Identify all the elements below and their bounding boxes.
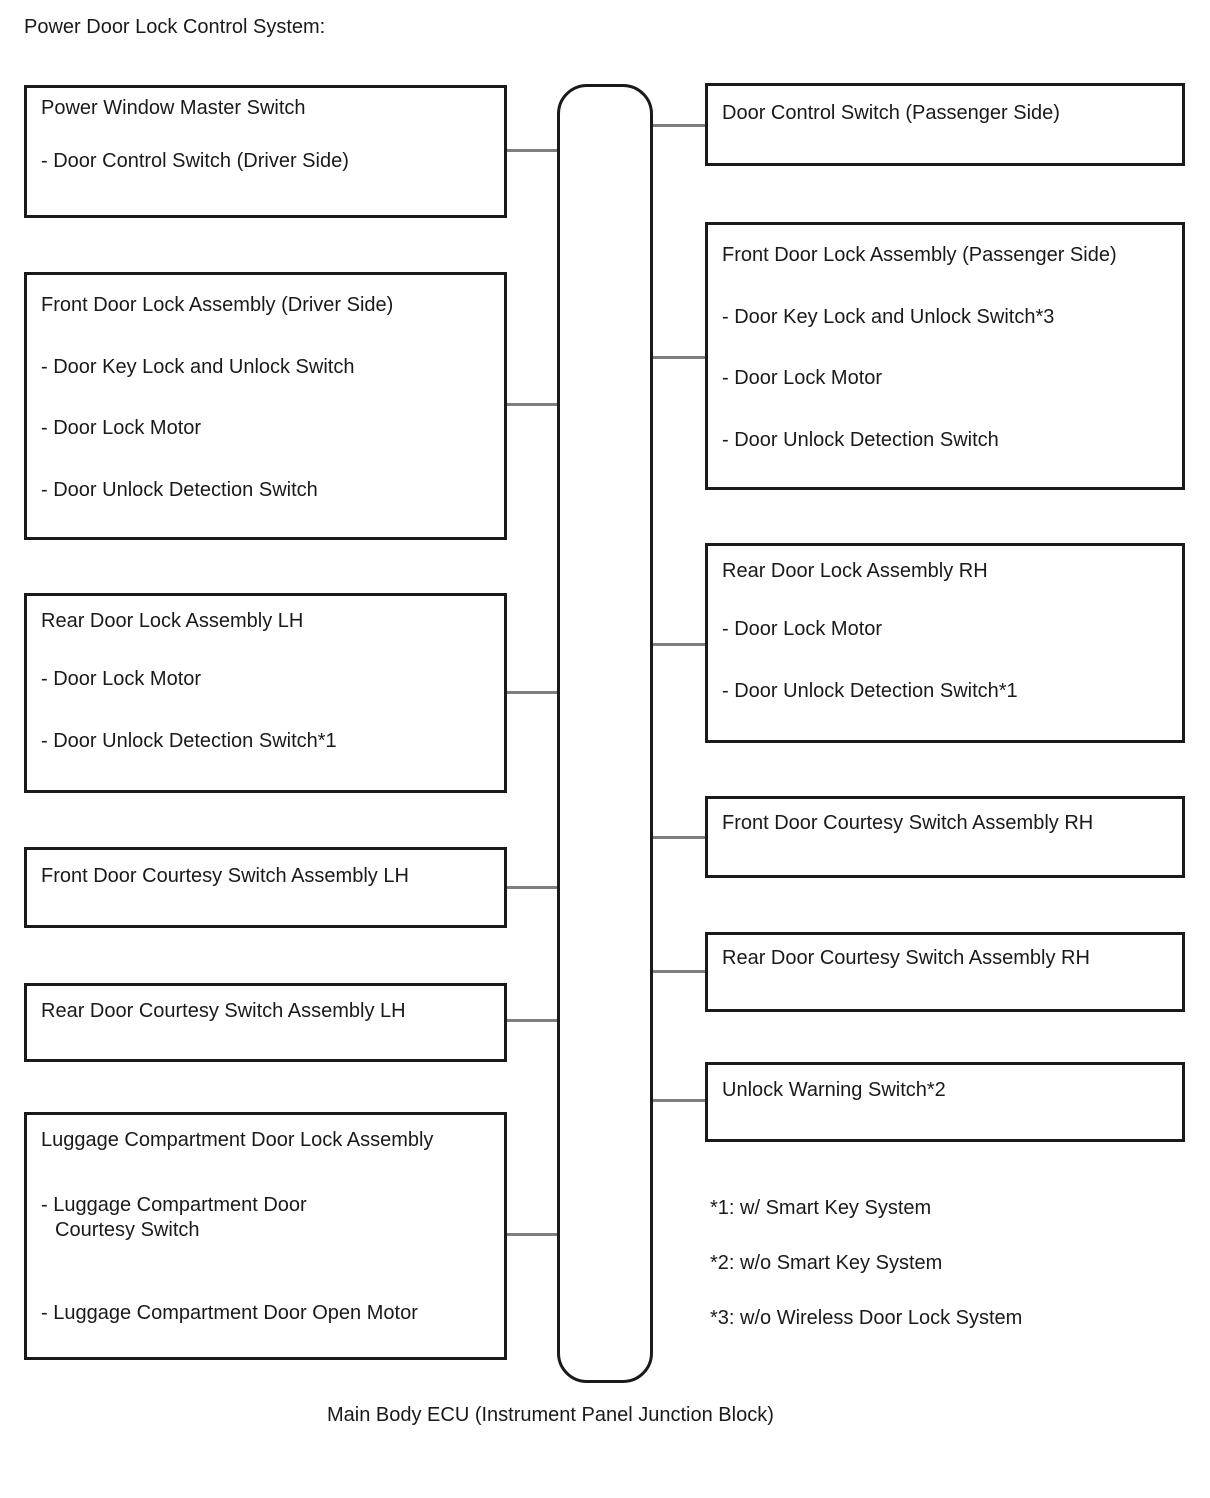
box-title-line: Front Door Lock Assembly (Driver Side)	[41, 294, 394, 316]
box-title-line: Rear Door Lock Assembly RH	[722, 560, 988, 582]
box-title-line: Rear Door Lock Assembly LH	[41, 610, 304, 632]
door-control-switch-passenger-box: Door Control Switch (Passenger Side)	[705, 83, 1185, 166]
connector-line	[653, 643, 705, 646]
main-body-ecu-label: Main Body ECU (Instrument Panel Junction…	[327, 1404, 774, 1426]
connector-line	[507, 691, 557, 694]
front-door-courtesy-switch-rh-box: Front Door Courtesy Switch Assembly RH	[705, 796, 1185, 878]
rear-door-lock-assembly-rh-box: Rear Door Lock Assembly RH - Door Lock M…	[705, 543, 1185, 743]
box-item-line: - Door Unlock Detection Switch	[41, 479, 318, 501]
box-item-line: - Door Unlock Detection Switch*1	[41, 730, 337, 752]
box-item-line: - Door Key Lock and Unlock Switch	[41, 356, 355, 378]
box-title-line: Front Door Courtesy Switch Assembly RH	[722, 812, 1094, 834]
connector-line	[653, 836, 705, 839]
box-item-line: - Door Lock Motor	[41, 417, 202, 439]
front-door-lock-assembly-driver-box: Front Door Lock Assembly (Driver Side) -…	[24, 272, 507, 540]
box-item-line: - Door Control Switch (Driver Side)	[41, 150, 349, 172]
rear-door-lock-assembly-lh-box: Rear Door Lock Assembly LH - Door Lock M…	[24, 593, 507, 793]
connector-line	[653, 970, 705, 973]
box-item-line: - Door Key Lock and Unlock Switch*3	[722, 306, 1055, 328]
connector-line	[653, 1099, 705, 1102]
front-door-courtesy-switch-lh-box: Front Door Courtesy Switch Assembly LH	[24, 847, 507, 928]
box-item-line: - Door Lock Motor	[41, 668, 202, 690]
footnote-1: *1: w/ Smart Key System	[710, 1197, 932, 1219]
connector-line	[507, 886, 557, 889]
unlock-warning-switch-box: Unlock Warning Switch*2	[705, 1062, 1185, 1142]
front-door-lock-assembly-passenger-box: Front Door Lock Assembly (Passenger Side…	[705, 222, 1185, 490]
box-title-line: Front Door Courtesy Switch Assembly LH	[41, 865, 409, 887]
footnote-3: *3: w/o Wireless Door Lock System	[710, 1307, 1023, 1329]
box-item-line: - Door Unlock Detection Switch*1	[722, 680, 1018, 702]
connector-line	[507, 403, 557, 406]
connector-line	[507, 1233, 557, 1236]
box-item-line: - Door Lock Motor	[722, 367, 883, 389]
box-item-line: Courtesy Switch	[55, 1219, 200, 1241]
power-window-master-switch-box: Power Window Master Switch - Door Contro…	[24, 85, 507, 218]
box-title-line: Luggage Compartment Door Lock Assembly	[41, 1129, 434, 1151]
connector-line	[653, 356, 705, 359]
box-title-line: Unlock Warning Switch*2	[722, 1079, 946, 1101]
box-title-line: Rear Door Courtesy Switch Assembly LH	[41, 1000, 406, 1022]
luggage-compartment-door-lock-box: Luggage Compartment Door Lock Assembly -…	[24, 1112, 507, 1360]
footnote-2: *2: w/o Smart Key System	[710, 1252, 943, 1274]
connector-line	[507, 149, 557, 152]
box-item-line: - Luggage Compartment Door	[41, 1194, 307, 1216]
box-title-line: Rear Door Courtesy Switch Assembly RH	[722, 947, 1090, 969]
box-title-line: Door Control Switch (Passenger Side)	[722, 102, 1060, 124]
box-title-line: Front Door Lock Assembly (Passenger Side…	[722, 244, 1117, 266]
rear-door-courtesy-switch-lh-box: Rear Door Courtesy Switch Assembly LH	[24, 983, 507, 1062]
box-title-line: Power Window Master Switch	[41, 97, 306, 119]
connector-line	[653, 124, 705, 127]
rear-door-courtesy-switch-rh-box: Rear Door Courtesy Switch Assembly RH	[705, 932, 1185, 1012]
box-item-line: - Luggage Compartment Door Open Motor	[41, 1302, 418, 1324]
diagram-title: Power Door Lock Control System:	[24, 16, 326, 38]
main-body-ecu-spine	[557, 84, 653, 1383]
box-item-line: - Door Unlock Detection Switch	[722, 429, 999, 451]
connector-line	[507, 1019, 557, 1022]
box-item-line: - Door Lock Motor	[722, 618, 883, 640]
